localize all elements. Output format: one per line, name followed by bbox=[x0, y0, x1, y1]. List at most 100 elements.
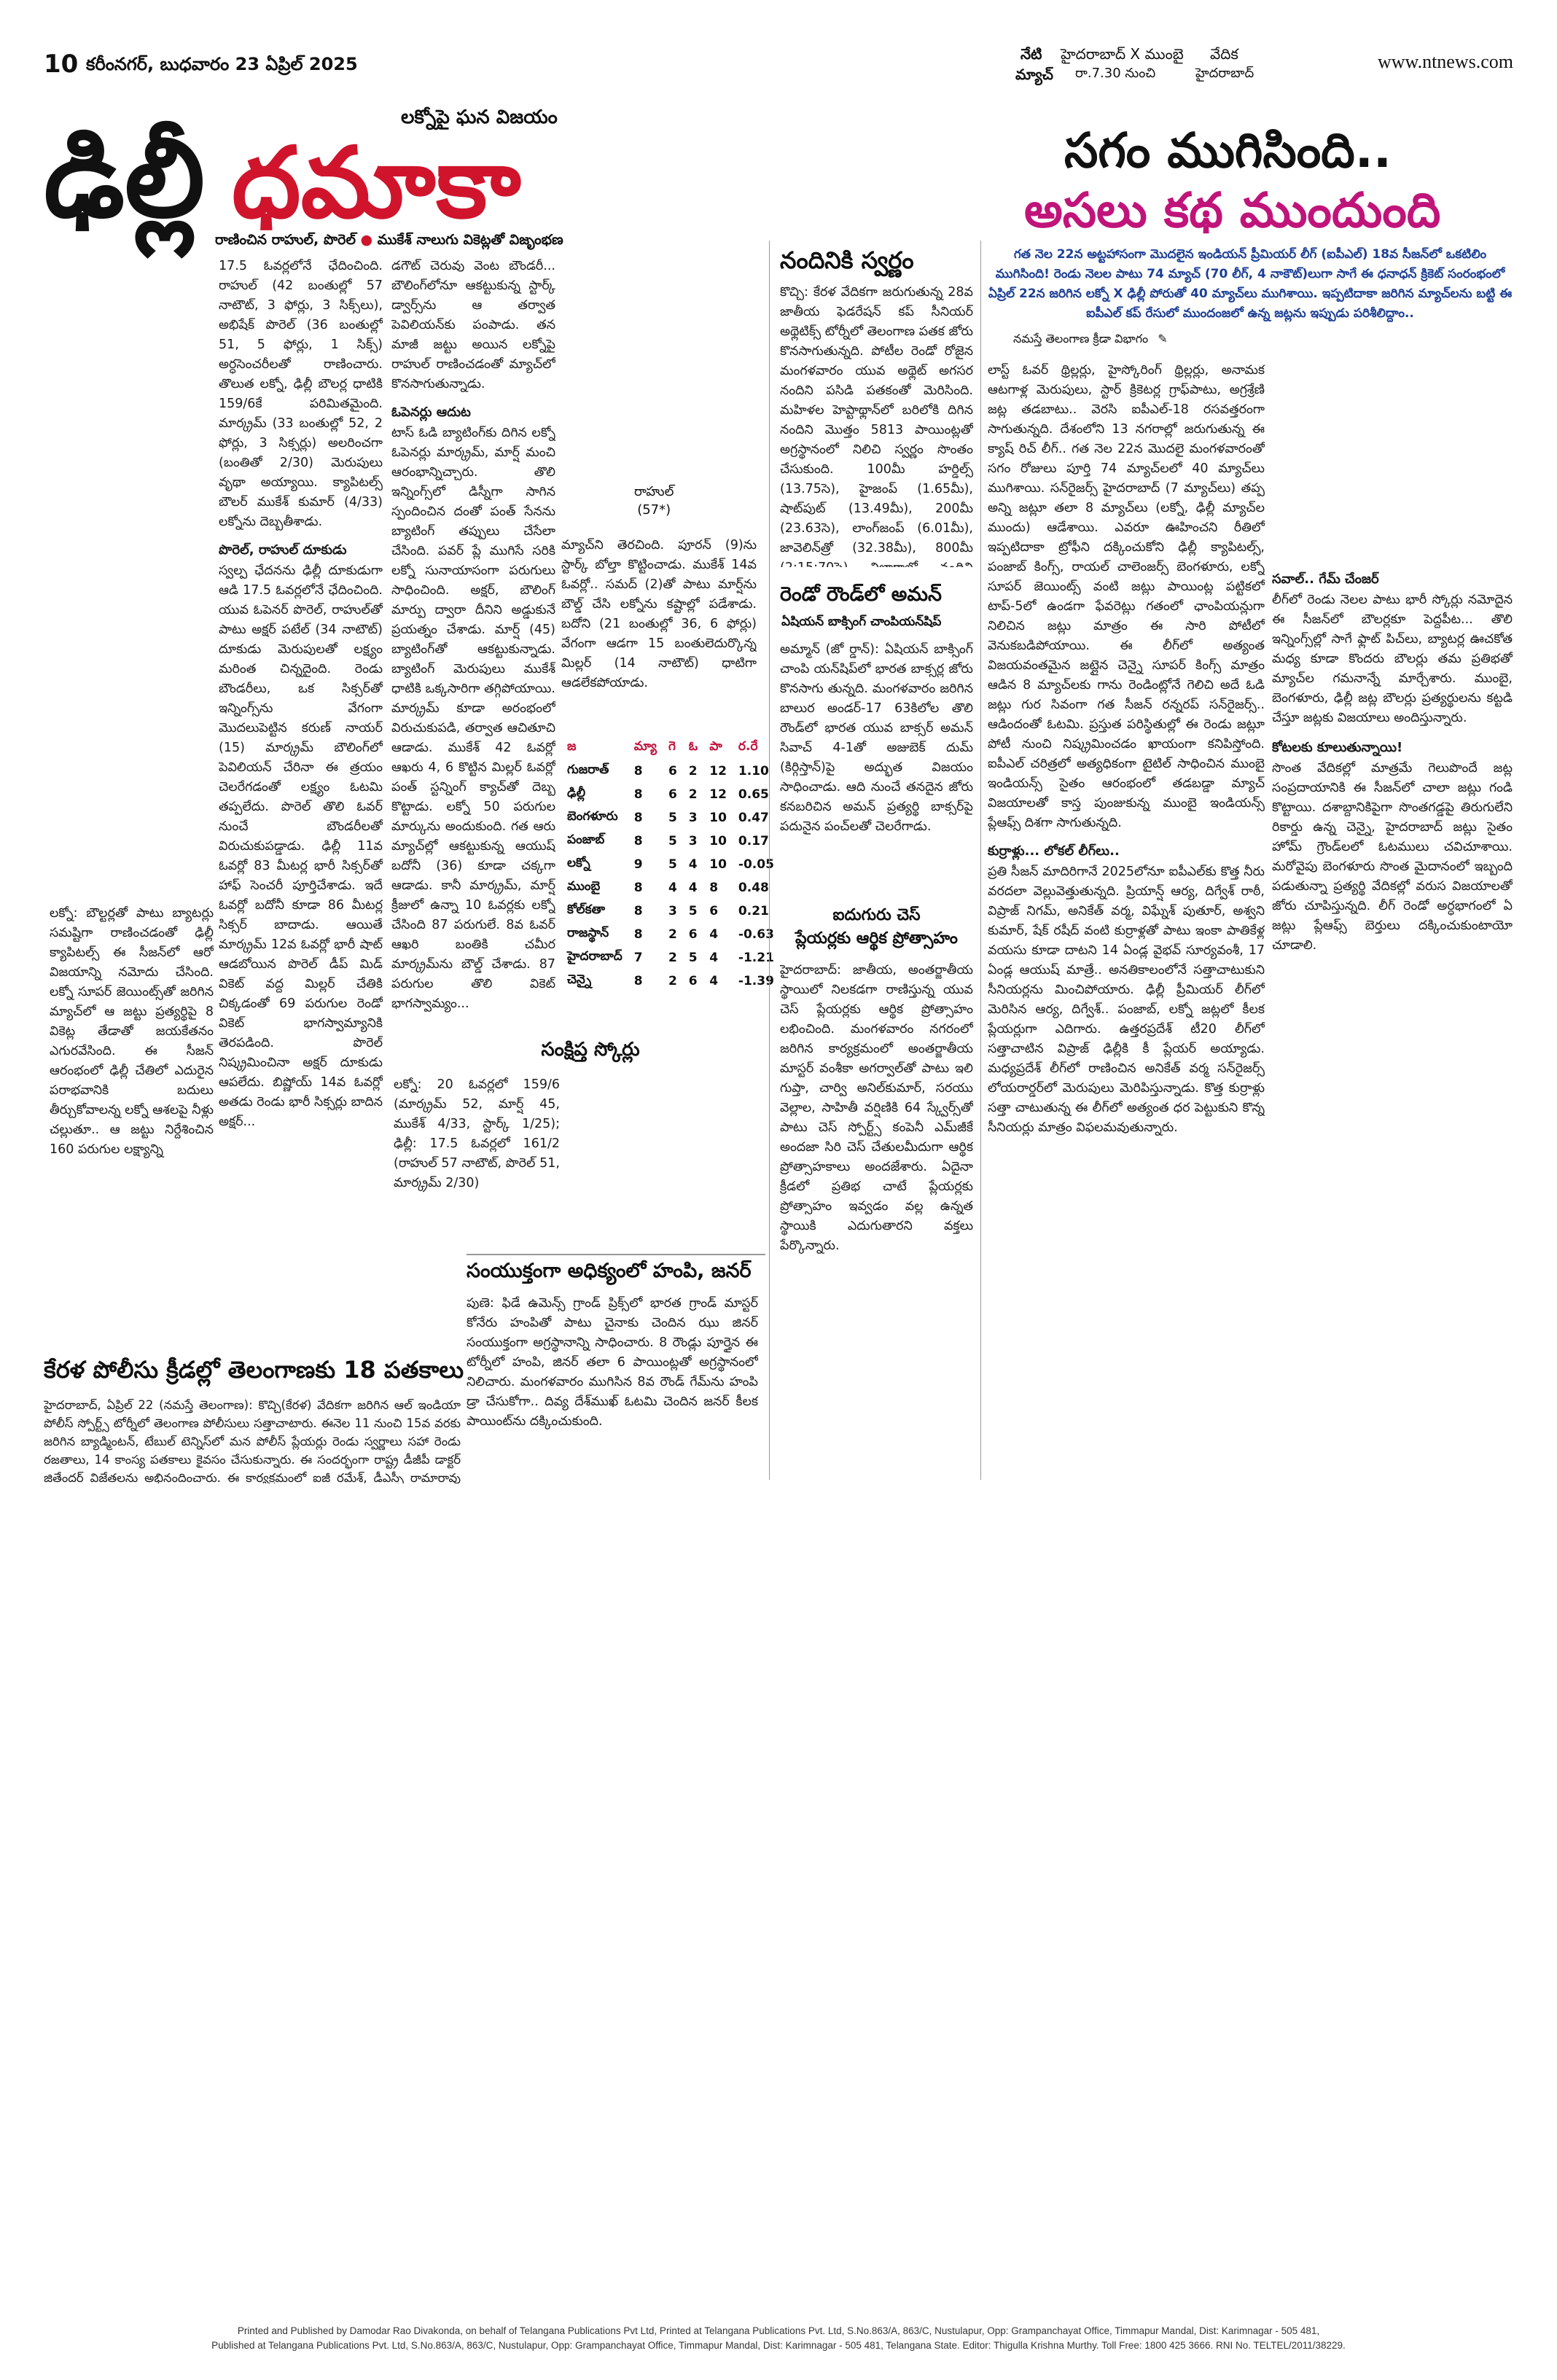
delhi-lead-text: లక్నో: బౌల్టర్లతో పాటు బ్యాటర్లు సమష్టిగ… bbox=[50, 906, 214, 1157]
nandini-title: నందినికి స్వర్ణం bbox=[780, 246, 914, 274]
match-label: మ్యాచ్ bbox=[1015, 66, 1053, 83]
delhi-col2-text: డగౌట్ చెరువు వెంట బౌండరీ... బౌలింగ్‌లోనూ… bbox=[391, 259, 555, 391]
points-cell: 4 bbox=[668, 881, 677, 895]
dateline: కరీంనగర్, బుధవారం 23 ఏప్రిల్ 2025 bbox=[86, 54, 358, 74]
team-name: చెన్నై bbox=[567, 972, 592, 987]
footer-line-1: Printed and Published by Damodar Rao Div… bbox=[237, 2325, 1320, 2336]
points-cell: -1.21 bbox=[738, 951, 774, 965]
points-cell: 0.17 bbox=[738, 834, 769, 848]
points-cell: 0.65 bbox=[738, 787, 769, 802]
points-header-cell: జ bbox=[567, 739, 577, 754]
team-name: ఢిల్లీ bbox=[567, 786, 586, 800]
points-cell: 12 bbox=[709, 787, 727, 802]
ipl-col2: సవాల్.. గేమ్ చేంజర్ లీగ్‌లో రెండు నెలల ప… bbox=[1272, 569, 1513, 1483]
ipl-col2-subhead: సవాల్.. గేమ్ చేంజర్ bbox=[1272, 571, 1379, 587]
hampi-title: సంయుక్తంగా అధిక్యంలో హంపి, జనర్ bbox=[467, 1260, 752, 1282]
delhi-deck-1: రాణించిన రాహుల్, పొరెల్ bbox=[215, 232, 356, 248]
delhi-col1-text: 17.5 ఓవర్లలోనే ఛేదించింది. రాహుల్ (42 బం… bbox=[219, 259, 383, 529]
points-cell: 10 bbox=[709, 857, 727, 872]
points-cell: 0.21 bbox=[738, 904, 769, 918]
kerala-text: హైదరాబాద్, ఏప్రిల్ 22 (నమస్తే తెలంగాణ): … bbox=[44, 1398, 461, 1483]
points-header-cell: మ్యా bbox=[633, 739, 657, 754]
points-cell: 0.48 bbox=[738, 881, 769, 895]
team-name: ముంబై bbox=[567, 879, 601, 894]
footer: Printed and Published by Damodar Rao Div… bbox=[44, 2324, 1513, 2353]
points-cell: 8 bbox=[633, 787, 643, 802]
points-header-cell: గె bbox=[668, 739, 676, 754]
points-cell: 4 bbox=[688, 857, 698, 872]
points-cell: 6 bbox=[668, 764, 677, 779]
points-cell: 3 bbox=[688, 811, 698, 825]
points-cell: -0.63 bbox=[738, 927, 774, 942]
points-cell: 2 bbox=[668, 927, 677, 942]
points-cell: 2 bbox=[668, 951, 677, 965]
ipl-col1-text: లాస్ట్ ఓవర్ థ్రిల్లర్లు, హైస్కోరింగ్ థ్ర… bbox=[988, 363, 1265, 830]
team-name: కోల్‌కతా bbox=[567, 902, 606, 917]
points-cell: 4 bbox=[709, 951, 719, 965]
ipl-intro: గత నెల 22న అట్టహాసంగా మొదలైన ఇండియన్ ప్ర… bbox=[988, 247, 1513, 321]
page-number: 10 bbox=[44, 50, 79, 79]
ipl-col2-text2: సొంత వేదికల్లో మాత్రమే గెలుపొందే జట్ల సం… bbox=[1272, 761, 1513, 953]
points-cell: 3 bbox=[688, 834, 698, 848]
rahul-score: (57*) bbox=[637, 502, 671, 518]
pen-icon: ✎ bbox=[1158, 332, 1168, 346]
points-cell: 10 bbox=[709, 834, 727, 848]
points-cell: 8 bbox=[709, 881, 719, 895]
venue-label: వేదిక bbox=[1210, 45, 1238, 63]
points-cell: 7 bbox=[633, 951, 643, 965]
points-header-cell: ఓ bbox=[688, 739, 698, 754]
hampi-rule bbox=[467, 1254, 765, 1255]
column-rule-2 bbox=[980, 241, 981, 1480]
delhi-col2: డగౌట్ చెరువు వెంట బౌండరీ... బౌలింగ్‌లోనూ… bbox=[391, 257, 555, 1277]
points-table-header: జ మ్యా గె ఓ పా ర.రే bbox=[561, 736, 780, 760]
points-cell: 4 bbox=[709, 974, 719, 988]
points-cell: -1.39 bbox=[738, 974, 774, 988]
delhi-col2-text2: టాస్ ఓడి బ్యాటింగ్‌కు దిగిన లక్నో ఓపెనర్… bbox=[391, 426, 555, 1011]
team-name: పంజాబ్ bbox=[567, 832, 605, 847]
points-cell: 2 bbox=[668, 974, 677, 988]
website[interactable]: www.ntnews.com bbox=[1377, 51, 1513, 72]
points-cell: 5 bbox=[668, 834, 677, 848]
points-cell: 8 bbox=[633, 764, 643, 779]
ipl-col1-subhead: కుర్రాళ్లు... లోకల్ లీగ్‌లు.. bbox=[988, 843, 1120, 859]
points-cell: 1.10 bbox=[738, 764, 769, 779]
points-header-cell: ర.రే bbox=[738, 739, 758, 754]
venue: హైదరాబాద్ bbox=[1195, 66, 1254, 81]
ipl-headline-2: అసలు కథ ముందుంది bbox=[1024, 182, 1441, 238]
points-header-cell: పా bbox=[709, 739, 722, 754]
points-cell: 6 bbox=[688, 974, 698, 988]
points-cell: 9 bbox=[633, 857, 643, 872]
points-cell: 6 bbox=[688, 927, 698, 942]
points-cell: 0.47 bbox=[738, 811, 769, 825]
scores-text: లక్నో: 20 ఓవర్లలో 159/6 (మార్క్రమ్ 52, మ… bbox=[394, 1077, 560, 1190]
delhi-headline-black: ఢిల్లీ bbox=[44, 115, 205, 242]
kerala-title: కేరళ పోలీసు క్రీడల్లో తెలంగాణకు 18 పతకాల… bbox=[44, 1356, 464, 1384]
points-cell: 4 bbox=[709, 927, 719, 942]
points-cell: 6 bbox=[709, 904, 719, 918]
points-cell: 8 bbox=[633, 927, 643, 942]
points-cell: 8 bbox=[633, 811, 643, 825]
players-text: హైదరాబాద్: జాతీయ, అంతర్జాతీయ స్థాయిలో ని… bbox=[780, 963, 973, 1253]
points-cell: 4 bbox=[688, 881, 698, 895]
footer-line-2: Published at Telangana Publications Pvt.… bbox=[211, 2340, 1346, 2351]
points-cell: 12 bbox=[709, 764, 727, 779]
points-cell: 8 bbox=[633, 974, 643, 988]
today-match: హైదరాబాద్ X ముంబై bbox=[1061, 45, 1184, 63]
delhi-col1-text2: స్వల్ప ఛేదనను ఢిల్లీ దూకుడుగా ఆడి 17.5 ఓ… bbox=[219, 563, 383, 1129]
aman-title: రెండో రౌండ్‌లో అమన్ bbox=[780, 583, 942, 606]
points-cell: 5 bbox=[668, 857, 677, 872]
team-name: లక్నో bbox=[567, 856, 590, 870]
team-name: రాజస్థాన్ bbox=[567, 926, 609, 940]
aman-text: అమ్మాన్ (జో ర్డాన్): ఏషియన్ బాక్సింగ్ చా… bbox=[780, 642, 973, 834]
ipl-col2-subhead2: కోటలకు కూలుతున్నాయి! bbox=[1272, 740, 1403, 755]
players-title-2: ప్లేయర్లకు ఆర్థిక ప్రోత్సాహం bbox=[795, 929, 958, 948]
points-cell: 8 bbox=[633, 904, 643, 918]
